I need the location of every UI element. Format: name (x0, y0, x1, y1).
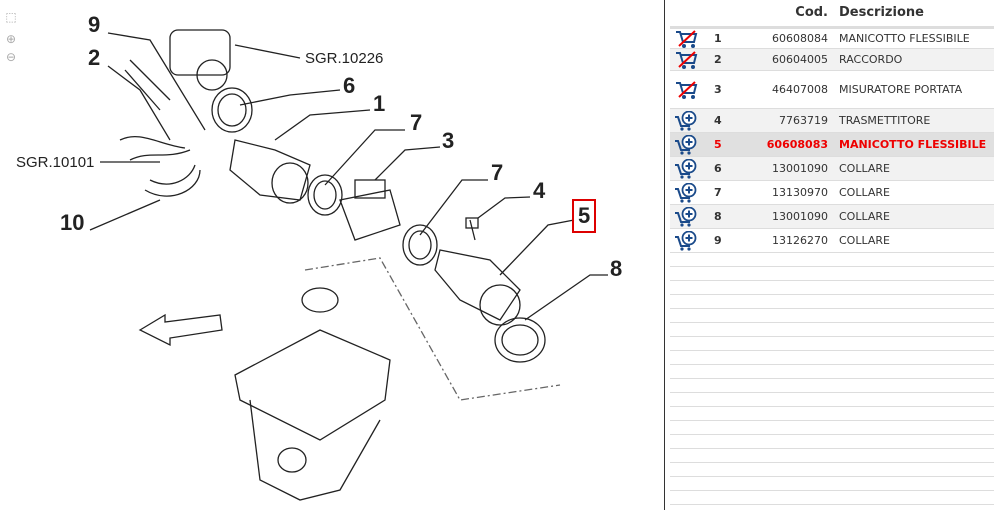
empty-row (670, 309, 994, 323)
row-number: 5 (714, 137, 722, 151)
row-number: 1 (714, 31, 722, 45)
empty-row (670, 449, 994, 463)
row-code: 7763719 (779, 113, 828, 127)
row-description: COLLARE (839, 209, 890, 223)
row-description: RACCORDO (839, 52, 903, 66)
callout-sgr-10226[interactable]: SGR.10226 (305, 50, 384, 67)
empty-row (670, 435, 994, 449)
row-number: 3 (714, 82, 722, 96)
row-number: 9 (714, 233, 722, 247)
row-code: 13130970 (772, 185, 828, 199)
callout-7[interactable]: 7 (410, 110, 423, 135)
callout-4[interactable]: 4 (533, 178, 546, 203)
cart-add-icon[interactable] (674, 134, 698, 155)
row-number: 4 (714, 113, 722, 127)
empty-row (670, 407, 994, 421)
table-row[interactable]: 4 7763719 TRASMETTITORE (670, 109, 994, 133)
row-description: TRASMETTITORE (839, 113, 931, 127)
cart-add-icon[interactable] (674, 182, 698, 203)
parts-diagram[interactable]: ⬚ ⊕ ⊖ 9 2 SGR.10226 6 1 7 3 SGR.10101 7 … (0, 0, 665, 510)
table-row[interactable]: 3 46407008 MISURATORE PORTATA (670, 71, 994, 109)
empty-row (670, 267, 994, 281)
table-row[interactable]: 2 60604005 RACCORDO (670, 49, 994, 71)
cart-add-icon[interactable] (674, 230, 698, 251)
callout-1[interactable]: 1 (373, 91, 386, 116)
cart-add-icon[interactable] (674, 110, 698, 131)
exploded-view-drawing (89, 29, 608, 501)
row-code: 13001090 (772, 209, 828, 223)
empty-row (670, 323, 994, 337)
row-description: MANICOTTO FLESSIBILE (839, 137, 987, 151)
row-code: 13126270 (772, 233, 828, 247)
table-row[interactable]: 7 13130970 COLLARE (670, 181, 994, 205)
col-descrizione: Descrizione (839, 5, 924, 20)
callout-3[interactable]: 3 (442, 128, 455, 153)
callout-6[interactable]: 6 (343, 73, 356, 98)
row-description: COLLARE (839, 233, 890, 247)
callout-7b[interactable]: 7 (491, 160, 504, 185)
callout-5-selected[interactable]: 5 (572, 199, 597, 233)
empty-row (670, 379, 994, 393)
row-code: 60604005 (772, 52, 828, 66)
callout-8[interactable]: 8 (610, 256, 623, 281)
empty-row (670, 393, 994, 407)
cart-add-icon[interactable] (674, 158, 698, 179)
table-row[interactable]: 1 60608084 MANICOTTO FLESSIBILE (670, 29, 994, 49)
row-description: MISURATORE PORTATA (839, 82, 963, 96)
row-number: 6 (714, 161, 722, 175)
empty-row (670, 281, 994, 295)
row-description: MANICOTTO FLESSIBILE (839, 31, 970, 45)
col-cod: Cod. (795, 5, 828, 20)
row-code: 60608084 (772, 31, 828, 45)
empty-row (670, 351, 994, 365)
zoom-out-icon[interactable]: ⊖ (5, 50, 17, 64)
cart-unavailable-icon[interactable] (674, 80, 698, 100)
callout-sgr-10101[interactable]: SGR.10101 (16, 154, 95, 171)
empty-row (670, 295, 994, 309)
empty-row (670, 477, 994, 491)
table-row[interactable]: 9 13126270 COLLARE (670, 229, 994, 253)
row-description: COLLARE (839, 185, 890, 199)
cart-add-icon[interactable] (674, 206, 698, 227)
cart-unavailable-icon[interactable] (674, 50, 698, 70)
callout-10[interactable]: 10 (60, 210, 85, 235)
table-row[interactable]: 6 13001090 COLLARE (670, 157, 994, 181)
empty-row (670, 365, 994, 379)
table-header: Cod. Descrizione (670, 0, 994, 29)
callout-2[interactable]: 2 (88, 45, 101, 70)
empty-row (670, 421, 994, 435)
row-number: 2 (714, 52, 722, 66)
row-code: 60608083 (766, 137, 828, 151)
table-row[interactable]: 5 60608083 MANICOTTO FLESSIBILE (670, 133, 994, 157)
row-number: 7 (714, 185, 722, 199)
zoom-in-icon[interactable]: ⊕ (5, 32, 17, 46)
empty-row (670, 337, 994, 351)
row-code: 46407008 (772, 82, 828, 96)
row-number: 8 (714, 209, 722, 223)
cart-unavailable-icon[interactable] (674, 29, 698, 49)
fit-icon[interactable]: ⬚ (5, 10, 17, 24)
callout-9[interactable]: 9 (88, 12, 101, 37)
parts-table: Cod. Descrizione 1 60608084 MANICOTTO FL… (670, 0, 994, 510)
empty-row (670, 491, 994, 505)
empty-row (670, 463, 994, 477)
empty-row (670, 253, 994, 267)
row-description: COLLARE (839, 161, 890, 175)
row-code: 13001090 (772, 161, 828, 175)
table-row[interactable]: 8 13001090 COLLARE (670, 205, 994, 229)
